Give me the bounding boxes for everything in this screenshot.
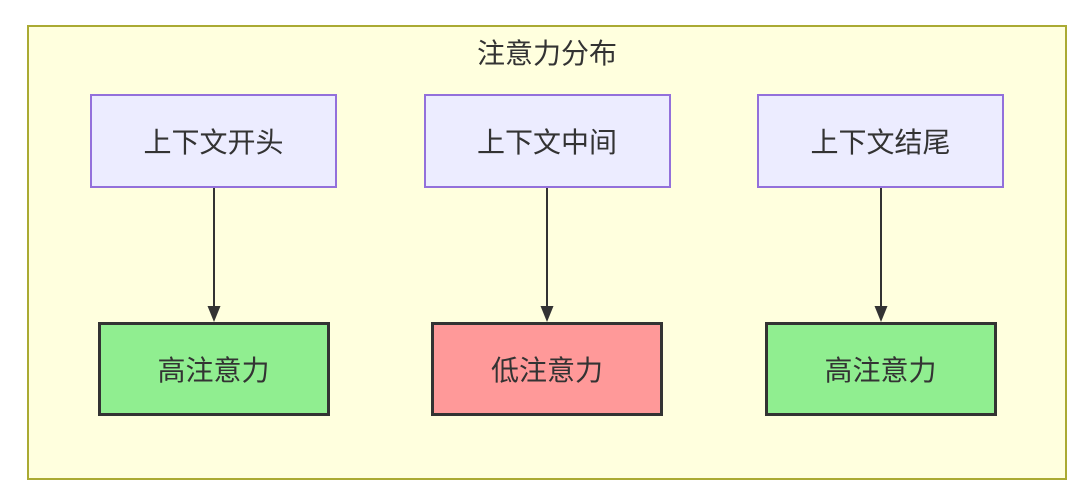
arrow-down-icon [207,188,220,322]
node-context-end: 上下文结尾 [757,94,1004,188]
flow-column-context-start: 上下文开头 高注意力 [90,94,337,416]
flow-row: 上下文开头 高注意力 上下文中间 低注意力 上下文结尾 [29,94,1065,416]
node-context-start: 上下文开头 [90,94,337,188]
attention-distribution-group: 注意力分布 上下文开头 高注意力 上下文中间 低注意力 上下文结尾 [27,25,1067,480]
flow-column-context-end: 上下文结尾 高注意力 [757,94,1004,416]
diagram-title: 注意力分布 [476,38,617,69]
arrow-down-icon [540,188,554,322]
node-low-attention: 低注意力 [431,322,663,416]
flow-column-context-middle: 上下文中间 低注意力 [423,94,671,416]
node-high-attention-1: 高注意力 [97,322,330,416]
node-context-middle: 上下文中间 [423,94,671,188]
node-high-attention-2: 高注意力 [764,322,997,416]
arrow-down-icon [874,188,887,322]
